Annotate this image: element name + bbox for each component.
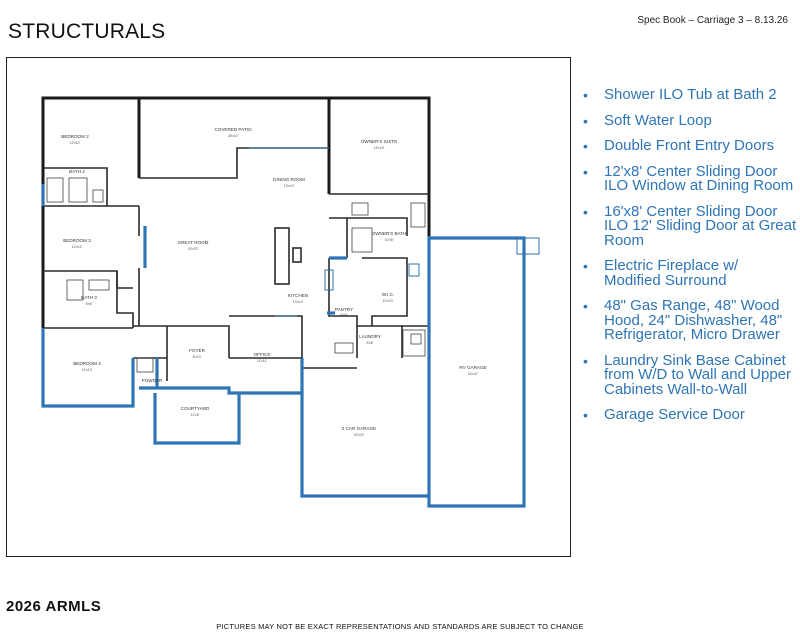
room-size-owners-bath: 10'x8': [385, 238, 394, 242]
room-size-owners-suite: 15'x16': [374, 146, 385, 150]
room-label-bath3: BATH 3: [81, 295, 97, 300]
feature-item: • Laundry Sink Base Cabinet from W/D to W…: [580, 351, 798, 398]
feature-text: Shower ILO Tub at Bath 2: [604, 86, 777, 103]
room-size-2-car-garage: 22'x22': [354, 433, 365, 437]
interior-walls: [43, 147, 429, 393]
room-size-wic: 10'x10': [383, 299, 394, 303]
fixtures: [46, 177, 426, 373]
room-label-office: OFFICE: [254, 352, 271, 357]
room-size-courtyard: 12'x8': [191, 413, 200, 417]
feature-text: Electric Fireplace w/ Modified Surround: [604, 257, 739, 289]
feature-item: • Garage Service Door: [580, 406, 798, 423]
feature-item: • Electric Fireplace w/ Modified Surround: [580, 257, 798, 289]
room-size-great-room: 20'x22': [188, 247, 199, 251]
bullet-icon: •: [583, 352, 588, 369]
feature-item: • 12'x8' Center Sliding Door ILO Window a…: [580, 162, 798, 194]
room-label-courtyard: COURTYARD: [181, 406, 210, 411]
feature-text: Laundry Sink Base Cabinet from W/D to Wa…: [604, 351, 791, 398]
room-size-laundry: 8'x8': [367, 341, 374, 345]
feature-text: Soft Water Loop: [604, 111, 712, 129]
room-size-office: 11'x11': [257, 359, 267, 363]
room-label-owners-suite: OWNER'S SUITE: [361, 139, 397, 144]
feature-text: 48" Gas Range, 48" Wood Hood, 24" Dishwa…: [604, 297, 783, 343]
feature-item: • Soft Water Loop: [580, 111, 798, 129]
bullet-icon: •: [583, 298, 588, 314]
bullet-icon: •: [583, 258, 588, 274]
room-label-wic: W.I.C.: [382, 292, 395, 297]
feature-item: • 48" Gas Range, 48" Wood Hood, 24" Dishw…: [580, 297, 798, 343]
room-label-bedroom2: BEDROOM 2: [61, 134, 89, 139]
page-title: STRUCTURALS: [8, 20, 166, 43]
floor-plan-drawing: BEDROOM 2 12'x12' BATH 2 COVERED PATIO 2…: [41, 96, 540, 508]
bullet-icon: •: [583, 163, 588, 180]
feature-text: 16'x8' Center Sliding Door ILO 12' Slidi…: [604, 202, 797, 249]
bullet-icon: •: [583, 87, 588, 103]
room-size-rv-garage: 16'x47': [468, 372, 479, 376]
feature-text: 12'x8' Center Sliding Door ILO Window at…: [604, 162, 794, 194]
disclaimer-text: PICTURES MAY NOT BE EXACT REPRESENTATION…: [216, 622, 584, 631]
room-size-bedroom3: 12'x12': [72, 245, 83, 249]
structural-features-list: • Shower ILO Tub at Bath 2 • Soft Water Lo…: [580, 86, 798, 434]
room-size-covered-patio: 28'x10': [228, 134, 239, 138]
room-size-bath3: 8'x6': [86, 302, 93, 306]
exterior-walls: [41, 96, 431, 348]
room-label-great-room: GREAT ROOM: [178, 240, 209, 245]
room-label-bath2: BATH 2: [69, 169, 85, 174]
feature-text: Garage Service Door: [604, 406, 745, 423]
room-size-bedroom2: 12'x12': [70, 141, 81, 145]
room-label-laundry: LAUNDRY: [359, 334, 381, 339]
room-label-dining-room: DINING ROOM: [273, 177, 305, 182]
bullet-icon: •: [583, 138, 588, 154]
room-label-bedroom3: BEDROOM 3: [63, 238, 91, 243]
bullet-icon: •: [583, 203, 588, 220]
room-label-owners-bath: OWNER'S BATH: [372, 231, 407, 236]
room-label-pantry: PANTRY: [335, 307, 353, 312]
copyright-label: 2026 ARMLS: [6, 598, 102, 615]
room-label-2-car-garage: 2 CAR GARAGE: [342, 426, 376, 431]
room-size-foyer: 8'x10': [193, 355, 202, 359]
room-size-dining-room: 13'x12': [284, 184, 295, 188]
feature-text: Double Front Entry Doors: [604, 137, 775, 154]
feature-item: • Shower ILO Tub at Bath 2: [580, 86, 798, 103]
room-label-rv-garage: RV GARAGE: [459, 365, 486, 370]
room-label-powder: POWDER: [142, 378, 163, 383]
room-label-kitchen: KITCHEN: [288, 293, 308, 298]
feature-item: • Double Front Entry Doors: [580, 137, 798, 154]
room-label-foyer: FOYER: [189, 348, 206, 353]
option-thin-lines: [249, 147, 540, 317]
spec-book-label: Spec Book – Carriage 3 – 8.13.26: [637, 15, 788, 26]
feature-item: • 16'x8' Center Sliding Door ILO 12' Slid…: [580, 202, 798, 249]
room-size-pantry: 6'x6': [341, 313, 348, 317]
room-label-bedroom4: BEDROOM 4: [73, 361, 101, 366]
structural-option-walls: [41, 184, 526, 508]
bullet-icon: •: [583, 407, 588, 423]
room-label-covered-patio: COVERED PATIO: [214, 127, 252, 132]
floor-plan-frame: BEDROOM 2 12'x12' BATH 2 COVERED PATIO 2…: [6, 57, 571, 557]
room-size-kitchen: 13'x14': [293, 300, 304, 304]
room-size-bedroom4: 12'x13': [82, 368, 93, 372]
bullet-icon: •: [583, 112, 588, 129]
